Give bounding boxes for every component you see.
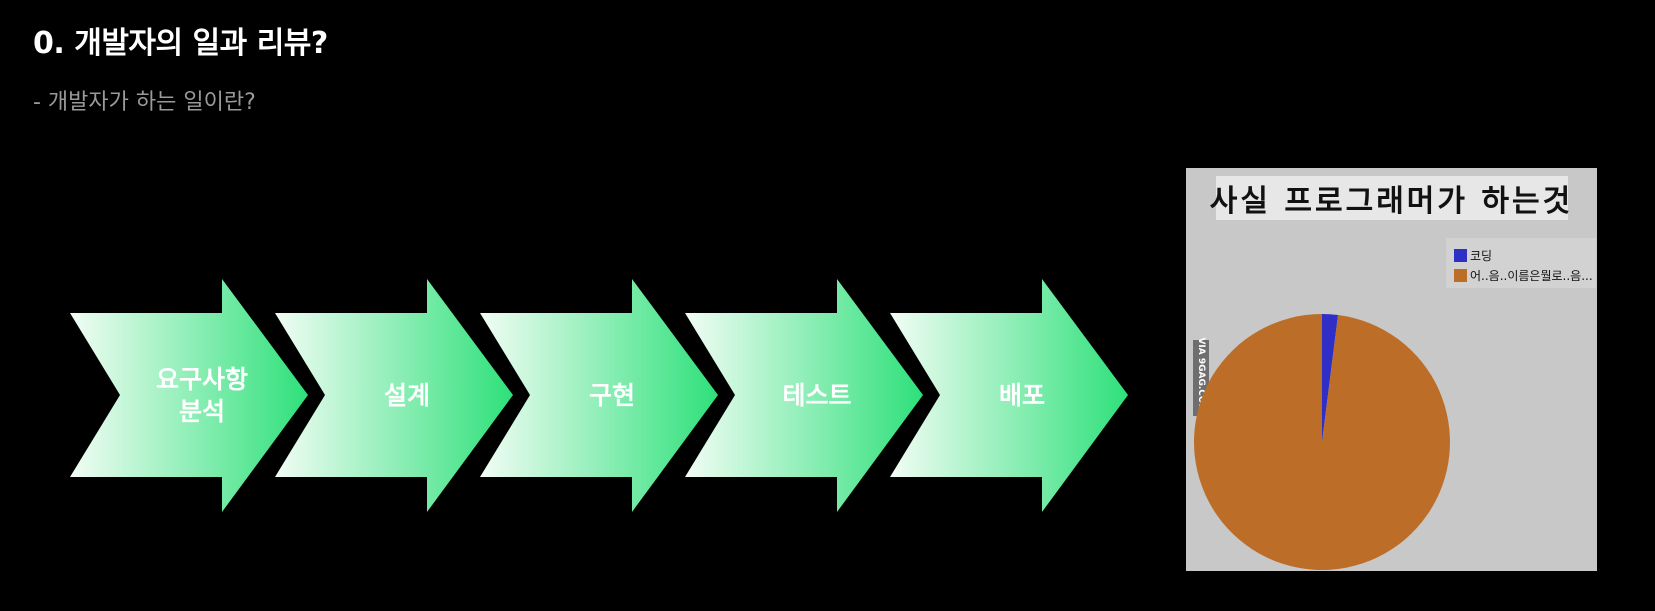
process-step-label: 배포: [999, 381, 1045, 410]
process-step-label: 설계: [384, 381, 430, 410]
process-step-arrow: [70, 279, 308, 512]
legend-item-naming: 어..음..이름은뭘로..음...: [1454, 267, 1593, 284]
meme-title-band: [1216, 176, 1568, 220]
process-step-arrow: [480, 279, 718, 512]
legend-label-naming: 어..음..이름은뭘로..음...: [1470, 269, 1593, 283]
process-step-label: 요구사항: [156, 365, 248, 394]
pie-slice-naming: [1193, 314, 1450, 570]
legend-swatch-coding: [1454, 249, 1467, 262]
legend-item-coding: 코딩: [1454, 247, 1492, 264]
process-step-label: 테스트: [782, 381, 851, 410]
page-subtitle: - 개발자가 하는 일이란?: [33, 90, 256, 115]
pie-slice-coding: [1322, 314, 1339, 442]
legend-label-coding: 코딩: [1470, 249, 1493, 263]
page-title: 0. 개발자의 일과 리뷰?: [33, 26, 328, 61]
process-step-arrow: [890, 279, 1128, 512]
process-step-label: 구현: [589, 381, 635, 410]
chart-legend: 코딩 어..음..이름은뭘로..음...: [1446, 238, 1596, 288]
meme-image: 사실 프로그래머가 하는것 코딩 어..음..이름은뭘로..음... VIA 9…: [1186, 168, 1597, 571]
process-step-label: 분석: [179, 397, 225, 426]
pie-chart: [1193, 314, 1450, 570]
process-step-arrow: [685, 279, 923, 512]
legend-swatch-naming: [1454, 269, 1467, 282]
process-step-arrow: [275, 279, 513, 512]
meme-chart-title: 사실 프로그래머가 하는것: [1209, 184, 1574, 219]
